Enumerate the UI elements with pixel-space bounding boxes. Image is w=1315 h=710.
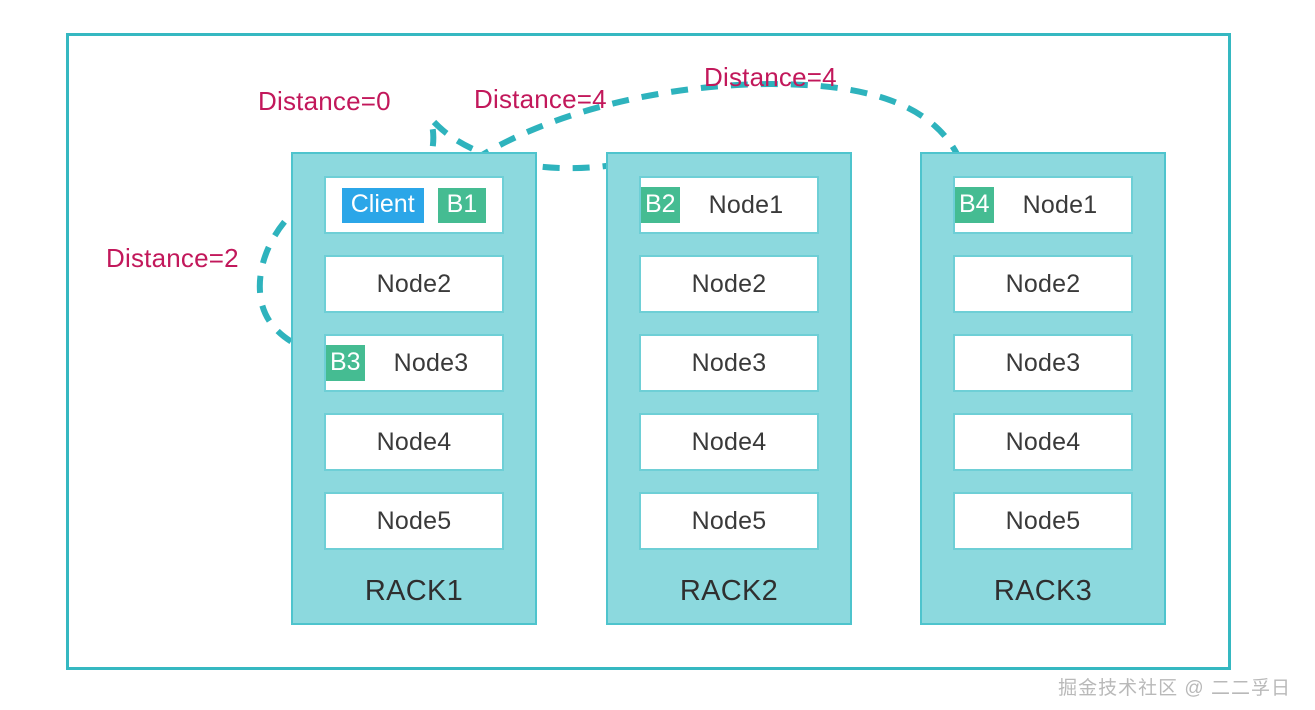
node-rack2-3[interactable]: Node3 <box>639 334 819 392</box>
node-rack1-3[interactable]: B3 Node3 <box>324 334 504 392</box>
node-label: Node4 <box>1005 427 1081 456</box>
watermark: 掘金技术社区 @ 二二孚日 <box>1058 678 1291 699</box>
node-label: Node1 <box>708 190 784 219</box>
node-label: Node5 <box>1005 506 1081 535</box>
node-rack3-5[interactable]: Node5 <box>953 492 1133 550</box>
rack-2: B2 Node1 Node2 Node3 Node4 Node5 RACK2 <box>606 152 852 625</box>
block-badge-b3: B3 <box>326 345 365 381</box>
node-label: Node3 <box>691 348 767 377</box>
node-rack3-1[interactable]: B4 Node1 <box>953 176 1133 234</box>
node-rack2-2[interactable]: Node2 <box>639 255 819 313</box>
distance-label-4-rack3: Distance=4 <box>704 62 837 92</box>
node-rack3-4[interactable]: Node4 <box>953 413 1133 471</box>
outer-frame <box>66 33 1231 670</box>
node-label: Node5 <box>691 506 767 535</box>
block-badge-b2: B2 <box>641 187 680 223</box>
rack-3: B4 Node1 Node2 Node3 Node4 Node5 RACK3 <box>920 152 1166 625</box>
node-label: Node5 <box>376 506 452 535</box>
node-label: Node4 <box>691 427 767 456</box>
block-badge-b1: B1 <box>437 187 487 223</box>
distance-label-4-rack2: Distance=4 <box>474 84 607 114</box>
node-rack2-5[interactable]: Node5 <box>639 492 819 550</box>
node-label: Node2 <box>1005 269 1081 298</box>
client-badge-row: Client B1 <box>341 187 487 223</box>
node-label: Node3 <box>1005 348 1081 377</box>
node-label: Node2 <box>376 269 452 298</box>
distance-label-2: Distance=2 <box>106 243 239 273</box>
rack-title-3: RACK3 <box>993 575 1093 607</box>
rack-1: Client B1 Node2 B3 Node3 Node4 Node5 RAC… <box>291 152 537 625</box>
node-rack1-2[interactable]: Node2 <box>324 255 504 313</box>
node-rack1-5[interactable]: Node5 <box>324 492 504 550</box>
node-rack3-3[interactable]: Node3 <box>953 334 1133 392</box>
block-badge-b4: B4 <box>955 187 994 223</box>
rack-title-2: RACK2 <box>679 575 779 607</box>
node-label: Node2 <box>691 269 767 298</box>
rack-title-1: RACK1 <box>364 575 464 607</box>
node-label: Node4 <box>376 427 452 456</box>
client-badge: Client <box>341 187 424 223</box>
node-label: Node3 <box>393 348 469 377</box>
node-rack2-1[interactable]: B2 Node1 <box>639 176 819 234</box>
node-rack2-4[interactable]: Node4 <box>639 413 819 471</box>
node-rack3-2[interactable]: Node2 <box>953 255 1133 313</box>
node-label: Node1 <box>1022 190 1098 219</box>
distance-label-0: Distance=0 <box>258 86 391 116</box>
node-rack1-1[interactable]: Client B1 <box>324 176 504 234</box>
node-rack1-4[interactable]: Node4 <box>324 413 504 471</box>
